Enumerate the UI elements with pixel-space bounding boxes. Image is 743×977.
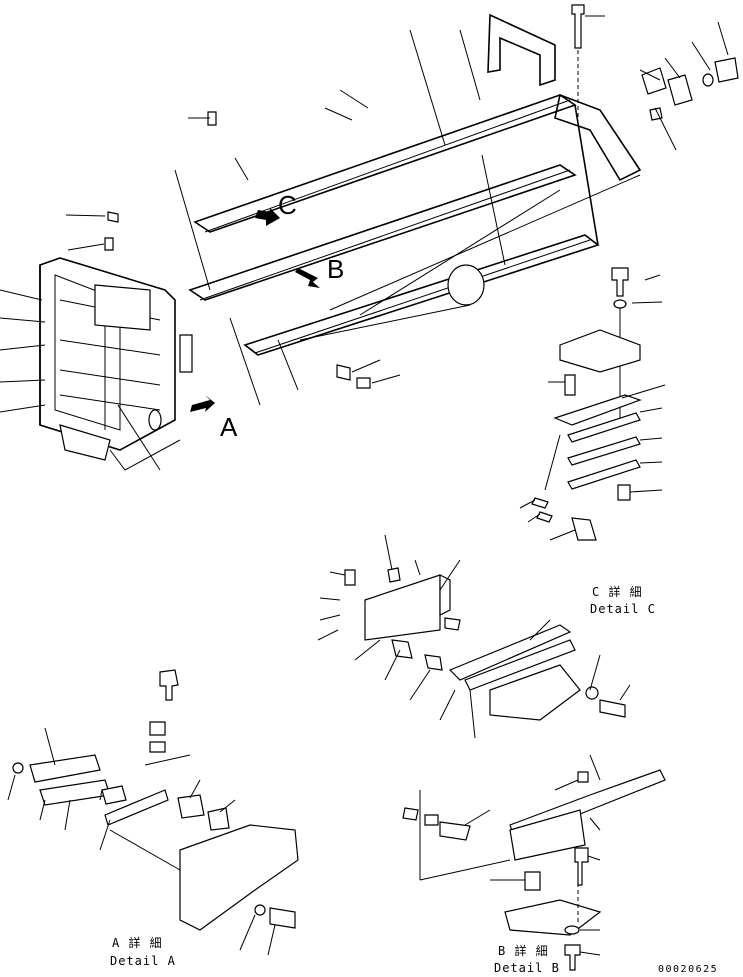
view-arrow-b — [295, 268, 320, 288]
view-arrow-c — [255, 208, 280, 226]
view-label-a: A — [220, 412, 238, 442]
view-arrow-a — [190, 395, 215, 412]
detail-b-title-en: Detail B — [494, 961, 560, 975]
detail-c-title-jp: C 詳 細 — [592, 584, 643, 599]
drawing-part-number: 00020625 — [658, 964, 718, 975]
view-label-b: B — [327, 254, 344, 284]
view-label-c: C — [278, 190, 297, 220]
detail-c-title-en: Detail C — [590, 602, 656, 616]
main-frame-assembly — [0, 4, 739, 471]
detail-a-title-en: Detail A — [110, 954, 176, 968]
detail-a-title-jp: A 詳 細 — [112, 935, 163, 950]
detail-a-assembly: A 詳 細 Detail A — [7, 669, 299, 968]
detail-c-assembly: C 詳 細 Detail C — [519, 267, 666, 616]
tank-port — [447, 264, 485, 306]
detail-b-lower-assembly: B 詳 細 Detail B — [402, 754, 666, 975]
detail-b-upper-assembly — [317, 534, 631, 739]
detail-b-title-jp: B 詳 細 — [498, 943, 549, 958]
